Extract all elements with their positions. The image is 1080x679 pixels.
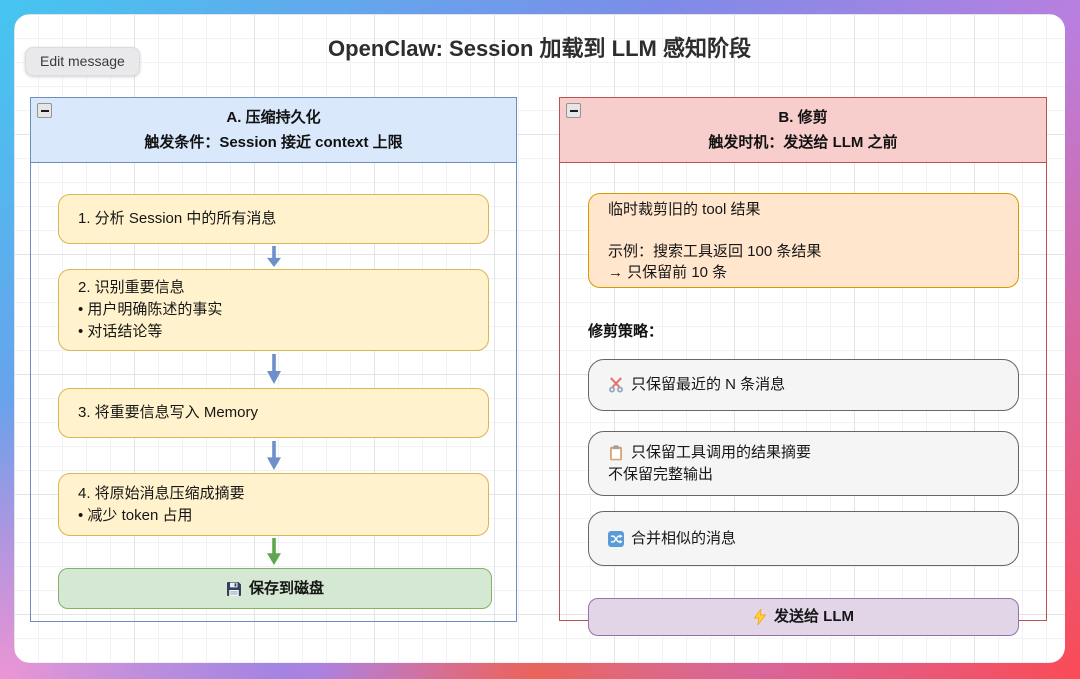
panel-compaction: A. 压缩持久化 触发条件：Session 接近 context 上限 1. 分…	[30, 97, 517, 622]
floppy-disk-icon	[226, 581, 242, 597]
strategy-text: 合并相似的消息	[631, 529, 737, 547]
arrow-down-icon	[267, 354, 281, 384]
strategy-box: 只保留最近的 N 条消息	[588, 359, 1019, 411]
panel-compaction-subtitle: 触发条件：Session 接近 context 上限	[144, 134, 403, 151]
scissors-icon	[608, 377, 624, 393]
minus-icon	[569, 109, 578, 112]
send-to-llm-label: 发送给 LLM	[774, 608, 854, 625]
strategy-text: 只保留最近的 N 条消息	[631, 376, 786, 393]
save-to-disk-label: 保存到磁盘	[248, 579, 324, 597]
lightning-icon	[753, 609, 767, 625]
save-to-disk-box: 保存到磁盘	[58, 568, 492, 609]
step-box: 2. 识别重要信息 • 用户明确陈述的事实 • 对话结论等	[58, 269, 489, 351]
arrow-down-green-icon	[267, 538, 281, 565]
step-text: • 减少 token 占用	[78, 506, 193, 524]
page-title: OpenClaw: Session 加载到 LLM 感知阶段	[328, 36, 751, 61]
send-to-llm-box: 发送给 LLM	[588, 598, 1019, 636]
strategy-box: 合并相似的消息	[588, 511, 1019, 566]
panel-pruning-header: B. 修剪 触发时机：发送给 LLM 之前	[560, 98, 1046, 163]
shuffle-icon	[608, 530, 624, 547]
strategy-text: 只保留工具调用的结果摘要	[631, 443, 812, 461]
minus-icon	[40, 109, 49, 112]
note-text: 示例：搜索工具返回 100 条结果	[608, 242, 822, 260]
step-text: 4. 将原始消息压缩成摘要	[78, 484, 245, 502]
panel-pruning-subtitle: 触发时机：发送给 LLM 之前	[708, 134, 898, 151]
step-box: 4. 将原始消息压缩成摘要 • 减少 token 占用	[58, 473, 489, 536]
arrow-down-icon	[267, 441, 281, 470]
step-text: • 对话结论等	[78, 323, 163, 340]
note-text: 临时裁剪旧的 tool 结果	[608, 200, 761, 218]
collapse-button[interactable]	[566, 103, 581, 118]
step-text: 2. 识别重要信息	[78, 279, 185, 296]
panel-compaction-header: A. 压缩持久化 触发条件：Session 接近 context 上限	[31, 98, 516, 163]
step-box: 1. 分析 Session 中的所有消息	[58, 194, 489, 244]
step-text: 1. 分析 Session 中的所有消息	[78, 210, 277, 227]
panel-pruning: B. 修剪 触发时机：发送给 LLM 之前 临时裁剪旧的 tool 结果 示例：…	[559, 97, 1047, 636]
panel-pruning-title: B. 修剪	[778, 109, 828, 126]
step-box: 3. 将重要信息写入 Memory	[58, 388, 489, 438]
edit-message-button[interactable]: Edit message	[25, 47, 140, 76]
note-box: 临时裁剪旧的 tool 结果 示例：搜索工具返回 100 条结果 → 只保留前 …	[588, 193, 1019, 288]
strategy-box: 只保留工具调用的结果摘要 不保留完整输出	[588, 431, 1019, 496]
clipboard-icon	[608, 444, 624, 461]
note-text: → 只保留前 10 条	[608, 263, 728, 281]
arrow-down-icon	[267, 246, 281, 267]
panel-compaction-title: A. 压缩持久化	[226, 109, 321, 126]
strategy-text: 不保留完整输出	[608, 465, 714, 483]
step-text: 3. 将重要信息写入 Memory	[78, 404, 259, 421]
step-text: • 用户明确陈述的事实	[78, 301, 223, 318]
pruning-strategies-label: 修剪策略：	[588, 323, 664, 340]
collapse-button[interactable]	[37, 103, 52, 118]
